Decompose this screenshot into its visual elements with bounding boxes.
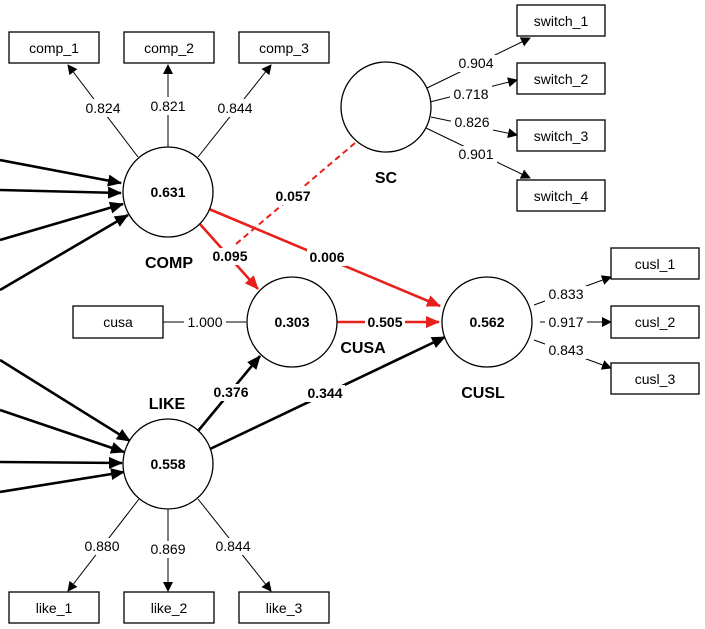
svg-text:comp_1: comp_1 <box>29 40 79 56</box>
svg-text:like_3: like_3 <box>266 600 303 616</box>
svg-text:0.558: 0.558 <box>150 456 185 472</box>
loading-switch-1: 0.904 <box>458 55 493 71</box>
incoming-edges-comp <box>0 158 129 292</box>
svg-text:switch_3: switch_3 <box>534 128 589 144</box>
svg-text:cusa: cusa <box>103 314 133 330</box>
indicator-comp-2: comp_2 <box>123 31 215 64</box>
indicator-cusl-2: cusl_2 <box>610 305 700 339</box>
loading-like-1: 0.880 <box>84 538 119 554</box>
latent-sc <box>340 61 432 153</box>
svg-text:comp_2: comp_2 <box>144 40 194 56</box>
path-label-comp-cusl: 0.006 <box>309 249 344 265</box>
latent-cusa-name: CUSA <box>340 340 386 357</box>
loading-like-3: 0.844 <box>215 538 250 554</box>
svg-text:like_2: like_2 <box>151 600 188 616</box>
svg-text:like_1: like_1 <box>36 600 73 616</box>
svg-text:0.303: 0.303 <box>274 314 309 330</box>
latent-comp: 0.631 <box>122 146 214 238</box>
loading-like-2: 0.869 <box>150 541 185 557</box>
path-label-like-cusl: 0.344 <box>307 385 342 401</box>
indicator-cusl-3: cusl_3 <box>610 362 700 395</box>
svg-text:comp_3: comp_3 <box>259 40 309 56</box>
svg-text:cusl_2: cusl_2 <box>635 314 676 330</box>
loading-cusa: 1.000 <box>187 314 222 330</box>
incoming-edges-like <box>0 358 131 494</box>
indicator-like-2: like_2 <box>123 591 215 624</box>
indicator-switch-2: switch_2 <box>516 62 606 95</box>
latent-like: 0.558 <box>122 418 214 510</box>
svg-text:cusl_3: cusl_3 <box>635 371 676 387</box>
indicator-comp-1: comp_1 <box>8 31 100 64</box>
latent-cusl: 0.562 <box>441 276 533 368</box>
loading-labels: 0.824 0.821 0.844 0.904 0.718 0.826 0.90… <box>81 55 587 558</box>
svg-text:0.631: 0.631 <box>150 184 185 200</box>
path-label-like-cusa: 0.376 <box>213 384 248 400</box>
loading-comp-3: 0.844 <box>217 100 252 116</box>
loading-comp-1: 0.824 <box>85 100 120 116</box>
latent-cusa: 0.303 <box>246 276 338 368</box>
loading-cusl-1: 0.833 <box>548 286 583 302</box>
svg-text:cusl_1: cusl_1 <box>635 256 676 272</box>
indicator-like-1: like_1 <box>8 591 100 624</box>
loading-switch-3: 0.826 <box>454 114 489 130</box>
path-labels: 0.095 0.006 0.057 0.505 0.376 0.344 <box>210 188 405 402</box>
svg-text:switch_2: switch_2 <box>534 71 589 87</box>
indicator-cusa: cusa <box>72 305 164 339</box>
svg-text:switch_4: switch_4 <box>534 188 589 204</box>
indicator-comp-3: comp_3 <box>238 31 330 64</box>
loading-cusl-2: 0.917 <box>548 314 583 330</box>
svg-text:switch_1: switch_1 <box>534 13 589 29</box>
path-sc-moderation <box>235 142 356 245</box>
latent-like-name: LIKE <box>149 396 186 413</box>
path-label-sc-moderation: 0.057 <box>275 188 310 204</box>
latent-sc-name: SC <box>375 170 398 187</box>
indicator-switch-3: switch_3 <box>516 119 606 152</box>
path-label-cusa-cusl: 0.505 <box>367 314 402 330</box>
loading-switch-4: 0.901 <box>458 146 493 162</box>
indicator-like-3: like_3 <box>238 591 330 624</box>
latent-comp-name: COMP <box>145 255 193 272</box>
indicator-cusl-1: cusl_1 <box>610 247 700 280</box>
svg-text:0.562: 0.562 <box>469 314 504 330</box>
indicator-switch-1: switch_1 <box>516 4 606 37</box>
loading-comp-2: 0.821 <box>150 98 185 114</box>
indicator-switch-4: switch_4 <box>516 179 606 212</box>
path-label-comp-cusa: 0.095 <box>212 248 247 264</box>
latent-cusl-name: CUSL <box>461 385 505 402</box>
loading-cusl-3: 0.843 <box>548 342 583 358</box>
loading-switch-2: 0.718 <box>453 86 488 102</box>
